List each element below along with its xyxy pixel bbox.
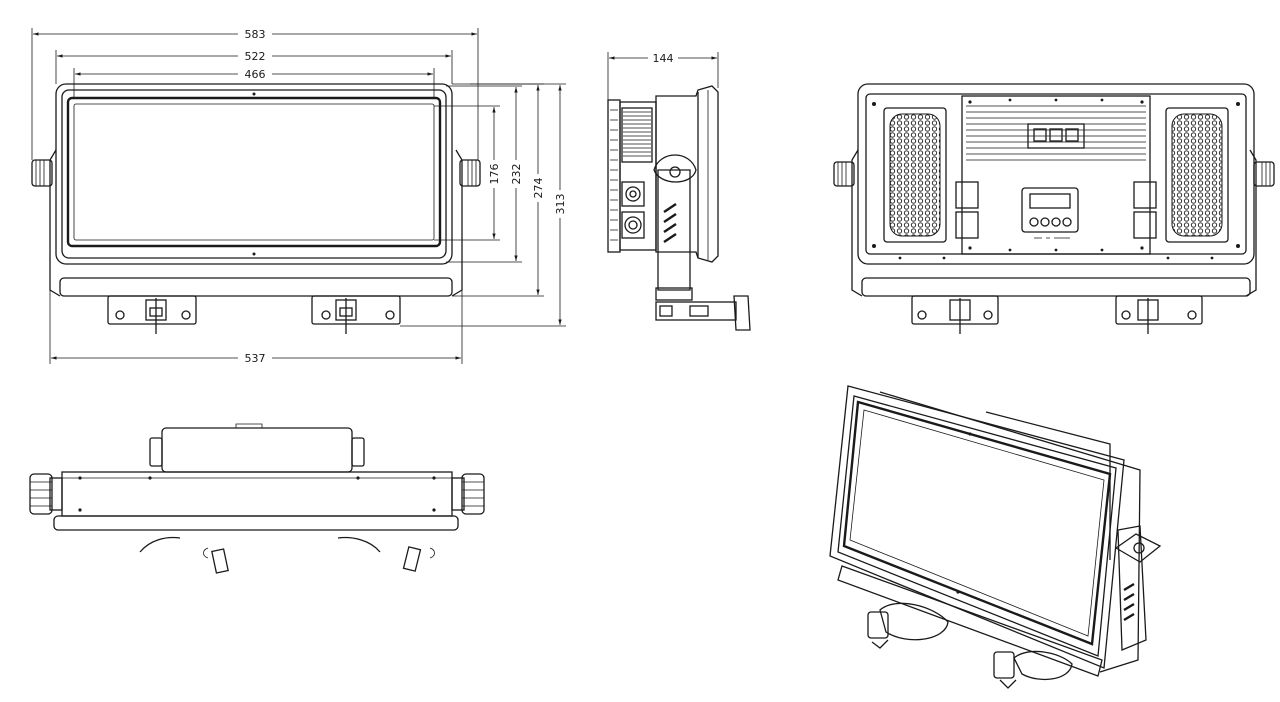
dim-144: 144 [607,52,719,100]
dim-522-label: 522 [245,50,266,63]
front-clamp-left [107,295,197,334]
top-body [61,471,453,517]
iso-rear-housing [985,411,1111,560]
front-base-plate [59,277,453,297]
dim-176: 176 [434,105,501,241]
top-bracket-arc-right [337,536,381,553]
rear-center-panel [961,95,1151,255]
side-lock-knob [653,154,697,183]
right-knob [459,159,481,187]
side-clamp-top [655,287,693,301]
iso-base-plate [837,565,1103,677]
rear-right-knob [1253,161,1275,187]
dim-313: 313 [400,83,567,327]
side-rear-cap [607,99,621,253]
rear-clamp-left [911,295,999,334]
dim-313-label: 313 [554,194,567,215]
dim-466-label: 466 [245,68,266,81]
side-clamp-handle [733,295,751,331]
front-lens-window [66,96,442,248]
front-clamp-right [311,295,401,334]
front-view: 583 522 466 537 17 [31,28,567,365]
top-clamp-left [211,548,229,574]
left-bracket-arm [49,149,61,297]
rear-button-3 [1051,217,1061,227]
top-left-knob [29,473,53,515]
rear-left-knob [833,161,855,187]
rear-button-1 [1029,217,1039,227]
top-bracket-arc-left [139,536,181,553]
dim-583: 583 [31,28,479,160]
top-right-knob [461,473,485,515]
dim-274-label: 274 [532,178,545,199]
dim-466: 466 [73,68,435,98]
side-yoke-arm [657,169,691,291]
dim-232-label: 232 [510,164,523,185]
dim-232: 232 [446,85,523,263]
rear-view [833,83,1275,334]
iso-yoke-arm [1117,525,1147,651]
right-bracket-arm [451,149,463,297]
top-view [29,423,485,574]
rear-display-module [1021,187,1079,233]
rear-outer-frame [857,83,1255,265]
iso-lock-knob [1114,533,1162,563]
side-front-housing [655,85,719,263]
top-clamp-right [402,546,422,572]
rear-connector-left-top [955,181,979,209]
rear-connector-left-bottom [955,211,979,239]
front-outer-frame [55,83,453,265]
rear-button-4 [1062,217,1072,227]
iso-clamp-left [867,602,949,649]
rear-fan-left [883,107,947,243]
iso-lens-window [842,400,1112,646]
iso-side-housing [879,391,1141,673]
left-knob [31,159,53,187]
iso-clamp-right [993,650,1073,689]
rear-right-bracket [1245,149,1257,297]
side-connector-top [621,181,645,207]
dim-144-label: 144 [653,52,674,65]
dim-537-label: 537 [245,352,266,365]
rear-left-bracket [851,149,863,297]
dim-583-label: 583 [245,28,266,41]
side-clamp [655,301,737,321]
dim-537: 537 [49,290,463,365]
rear-connector-right-bottom [1133,211,1157,239]
side-connector-bottom [621,211,645,239]
rear-label-plate [1027,123,1085,149]
dim-176-label: 176 [488,164,501,185]
dim-274: 274 [452,83,545,297]
iso-front-frame [829,385,1125,669]
rear-lcd-screen [1029,193,1071,209]
rear-clamp-right [1115,295,1203,334]
rear-base-plate [861,277,1251,297]
rear-button-2 [1040,217,1050,227]
rear-connector-right-top [1133,181,1157,209]
side-view: 144 [607,52,751,331]
dim-522: 522 [55,50,453,84]
top-front-bezel [53,515,459,531]
rear-fan-right [1165,107,1229,243]
isometric-view [829,385,1162,689]
top-rear-box [161,427,353,473]
